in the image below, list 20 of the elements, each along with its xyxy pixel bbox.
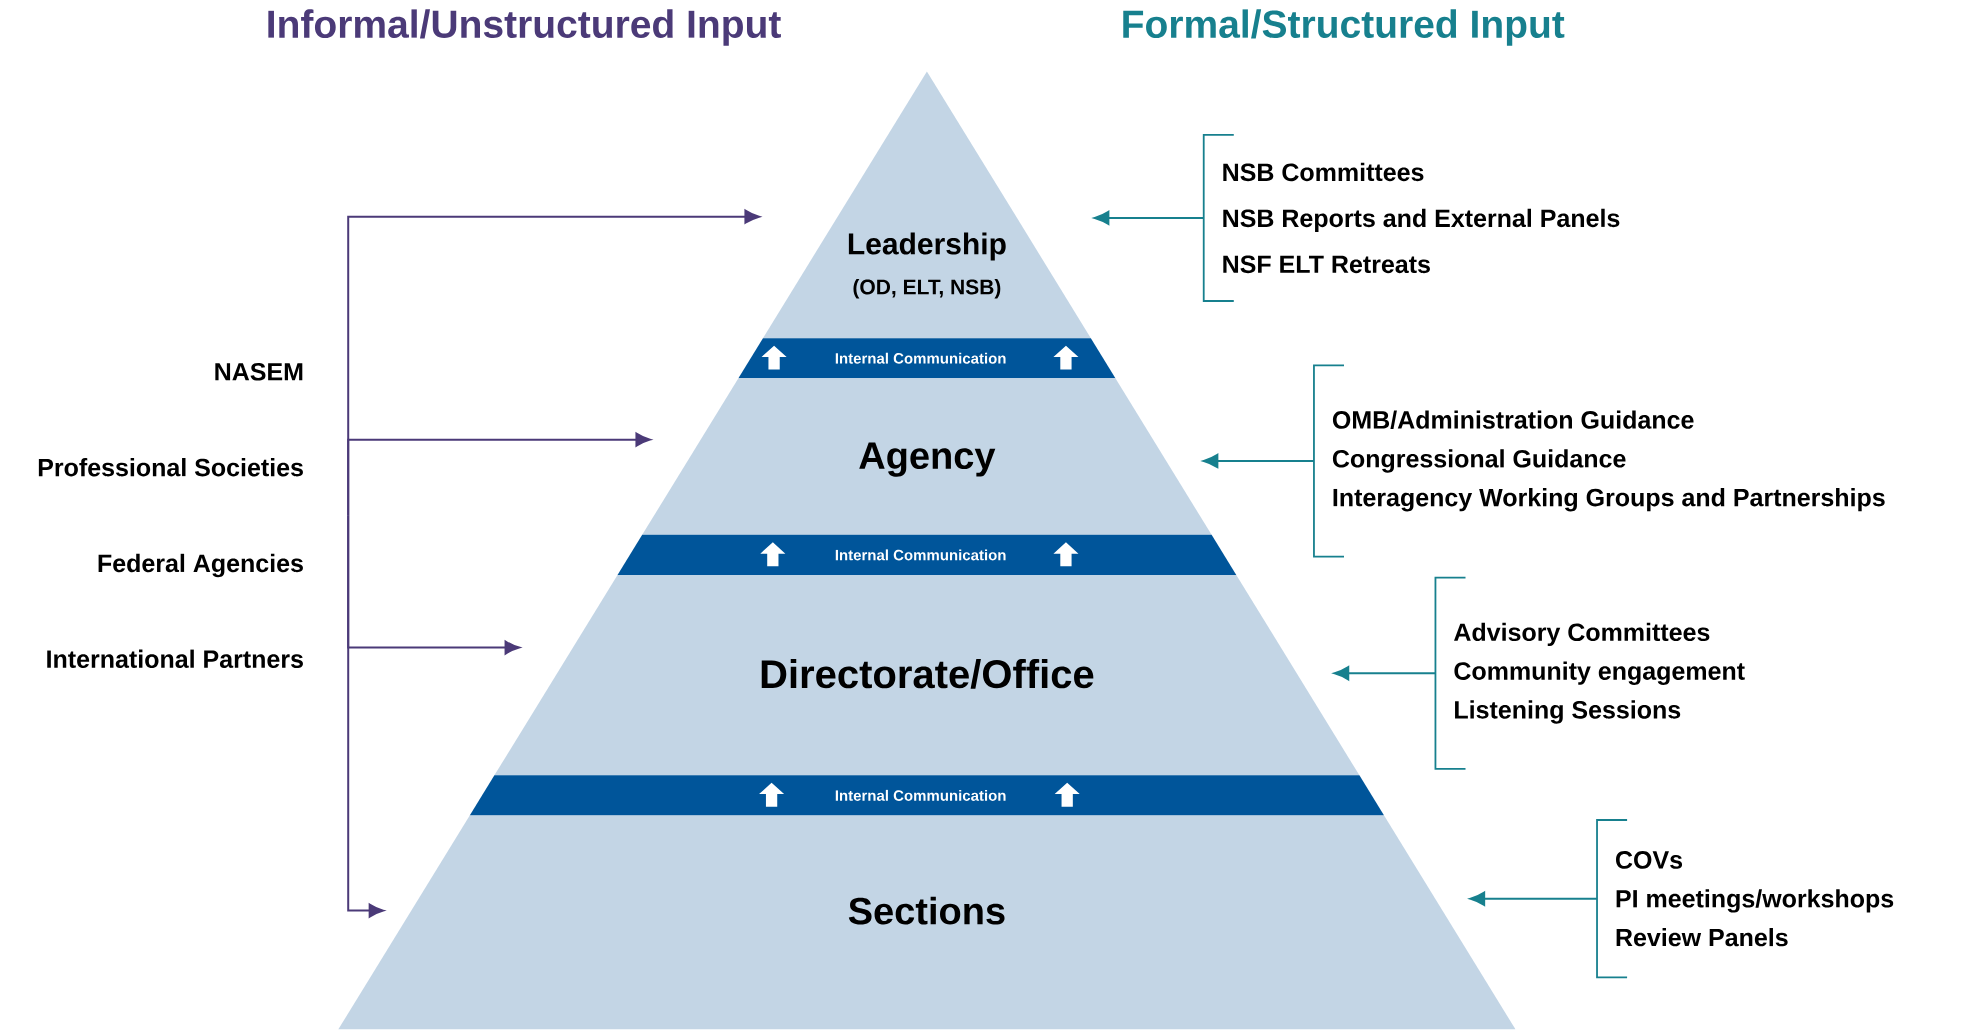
communication-band: Internal Communication xyxy=(617,535,1237,576)
communication-band: Internal Communication xyxy=(469,775,1385,816)
pyramid-level: Directorate/Office xyxy=(494,575,1360,776)
arrow xyxy=(1093,211,1205,226)
pyramid-level: Agency xyxy=(642,378,1212,536)
input-list: OMB/Administration Guidance Congressional Guidance Interagency Working Groups and Partnerships xyxy=(1313,364,1885,558)
source-list: NASEM Professional Societies Federal Agencies International Partners xyxy=(38,363,303,669)
pyramid-level: Sections xyxy=(338,815,1516,1030)
arrow xyxy=(1333,666,1437,681)
arrow xyxy=(1202,454,1315,469)
input-list: NSB Committees NSB Reports and External Panels NSF ELT Retreats xyxy=(1202,134,1620,303)
heading: Formal/Structured Input xyxy=(1123,9,1565,46)
input-list: Advisory Committees Community engagement Listening Sessions xyxy=(1434,576,1745,770)
heading: Informal/Unstructured Input xyxy=(268,9,781,46)
pyramid-level: Leadership (OD, ELT, NSB) xyxy=(762,71,1091,339)
arrow xyxy=(347,514,385,918)
input-list: COVs PI meetings/workshops Review Panels xyxy=(1596,819,1894,979)
arrow xyxy=(1469,891,1599,906)
arrow xyxy=(347,432,651,517)
communication-band: Internal Communication xyxy=(738,338,1116,379)
